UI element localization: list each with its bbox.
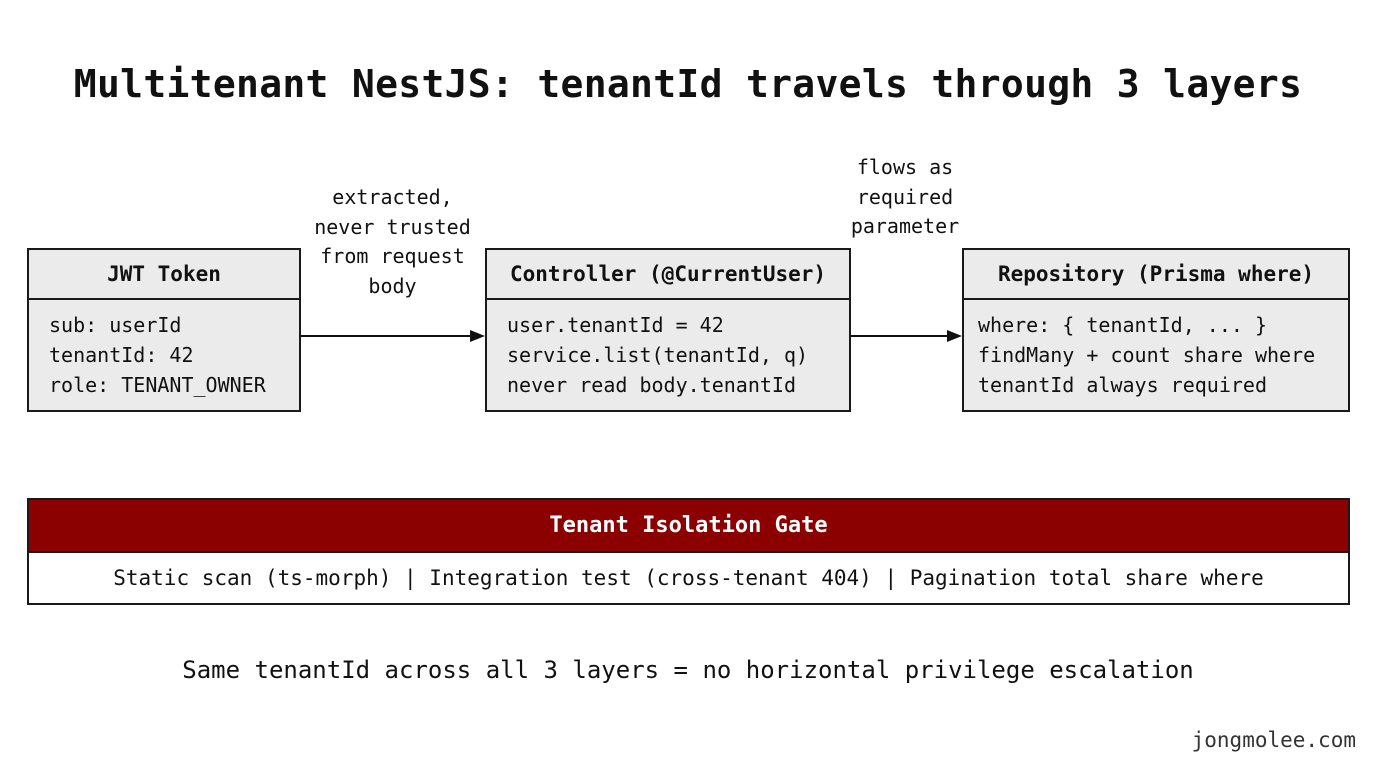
site-watermark: jongmolee.com bbox=[1191, 728, 1356, 752]
jwt-token-body: sub: userId tenantId: 42 role: TENANT_OW… bbox=[29, 300, 299, 400]
repository-header: Repository (Prisma where) bbox=[964, 250, 1348, 300]
edge-2-label-line: flows as bbox=[856, 155, 954, 179]
arrow-controller-to-repository bbox=[851, 330, 962, 342]
edge-1-label-line: never trusted bbox=[314, 214, 471, 239]
repository-line-2: findMany + count share where bbox=[978, 343, 1316, 367]
repository-box: Repository (Prisma where) where: { tenan… bbox=[962, 248, 1350, 412]
repository-line-1: where: { tenantId, ... } bbox=[978, 313, 1267, 337]
gate-body: Static scan (ts-morph) | Integration tes… bbox=[29, 553, 1348, 603]
jwt-line-role: role: TENANT_OWNER bbox=[49, 373, 266, 397]
jwt-line-tenant: tenantId: 42 bbox=[49, 343, 194, 367]
edge-2-label-line: parameter bbox=[850, 214, 960, 238]
repository-line-3: tenantId always required bbox=[978, 373, 1267, 397]
edge-1-label-line: from request bbox=[320, 244, 465, 268]
repository-body: where: { tenantId, ... } findMany + coun… bbox=[964, 300, 1348, 400]
tenant-isolation-gate: Tenant Isolation Gate Static scan (ts-mo… bbox=[27, 498, 1350, 605]
controller-line-3: never read body.tenantId bbox=[507, 373, 796, 397]
edge-label-controller-to-repository: flows as required parameter bbox=[846, 153, 964, 242]
edge-1-label-line: body bbox=[368, 273, 417, 298]
jwt-token-box: JWT Token sub: userId tenantId: 42 role:… bbox=[27, 248, 301, 412]
jwt-token-header: JWT Token bbox=[29, 250, 299, 300]
controller-line-2: service.list(tenantId, q) bbox=[507, 343, 809, 367]
conclusion-text: Same tenantId across all 3 layers = no h… bbox=[182, 656, 1194, 684]
edge-2-label-line: required bbox=[856, 184, 954, 209]
controller-body: user.tenantId = 42 service.list(tenantId… bbox=[487, 300, 849, 400]
controller-header: Controller (@CurrentUser) bbox=[487, 250, 849, 300]
edge-1-label-line: extracted, bbox=[332, 185, 453, 209]
controller-box: Controller (@CurrentUser) user.tenantId … bbox=[485, 248, 851, 412]
jwt-line-sub: sub: userId bbox=[49, 313, 182, 337]
edge-label-jwt-to-controller: extracted, never trusted from request bo… bbox=[300, 183, 485, 301]
arrow-jwt-to-controller bbox=[301, 330, 485, 342]
controller-line-1: user.tenantId = 42 bbox=[507, 313, 724, 337]
diagram-title: Multitenant NestJS: tenantId travels thr… bbox=[73, 62, 1303, 106]
gate-header: Tenant Isolation Gate bbox=[29, 500, 1348, 553]
